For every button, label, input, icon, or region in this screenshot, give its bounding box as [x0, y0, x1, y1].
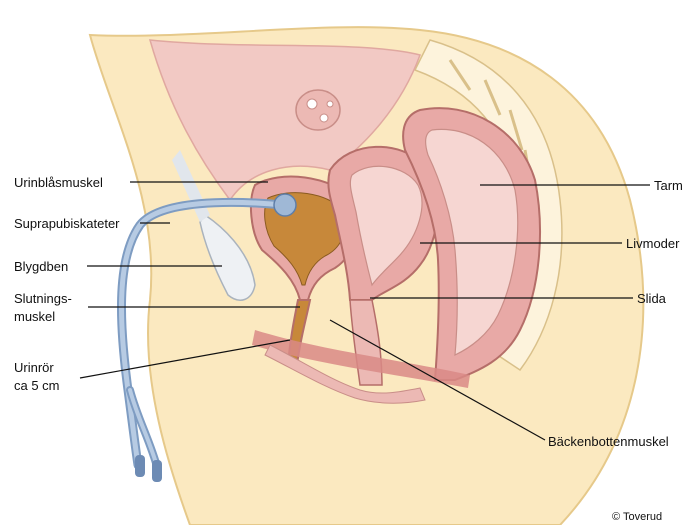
label-tarm: Tarm [654, 178, 683, 193]
label-urinblasmuskel: Urinblåsmuskel [14, 175, 103, 190]
catheter-balloon [274, 194, 296, 216]
label-suprapubiskateter: Suprapubiskateter [14, 216, 120, 231]
label-blygdben: Blygdben [14, 259, 68, 274]
credit-text: © Toverud [612, 511, 662, 523]
label-urinror-line1: Urinrör [14, 360, 54, 375]
label-slutningsmuskel-line1: Slutnings- [14, 291, 72, 306]
label-slutningsmuskel-line2: muskel [14, 309, 55, 324]
label-slida: Slida [637, 291, 667, 306]
label-livmoder: Livmoder [626, 236, 680, 251]
label-backenbottenmuskel: Bäckenbottenmuskel [548, 434, 669, 449]
label-urinror-line2: ca 5 cm [14, 378, 60, 393]
ovary [296, 90, 340, 130]
